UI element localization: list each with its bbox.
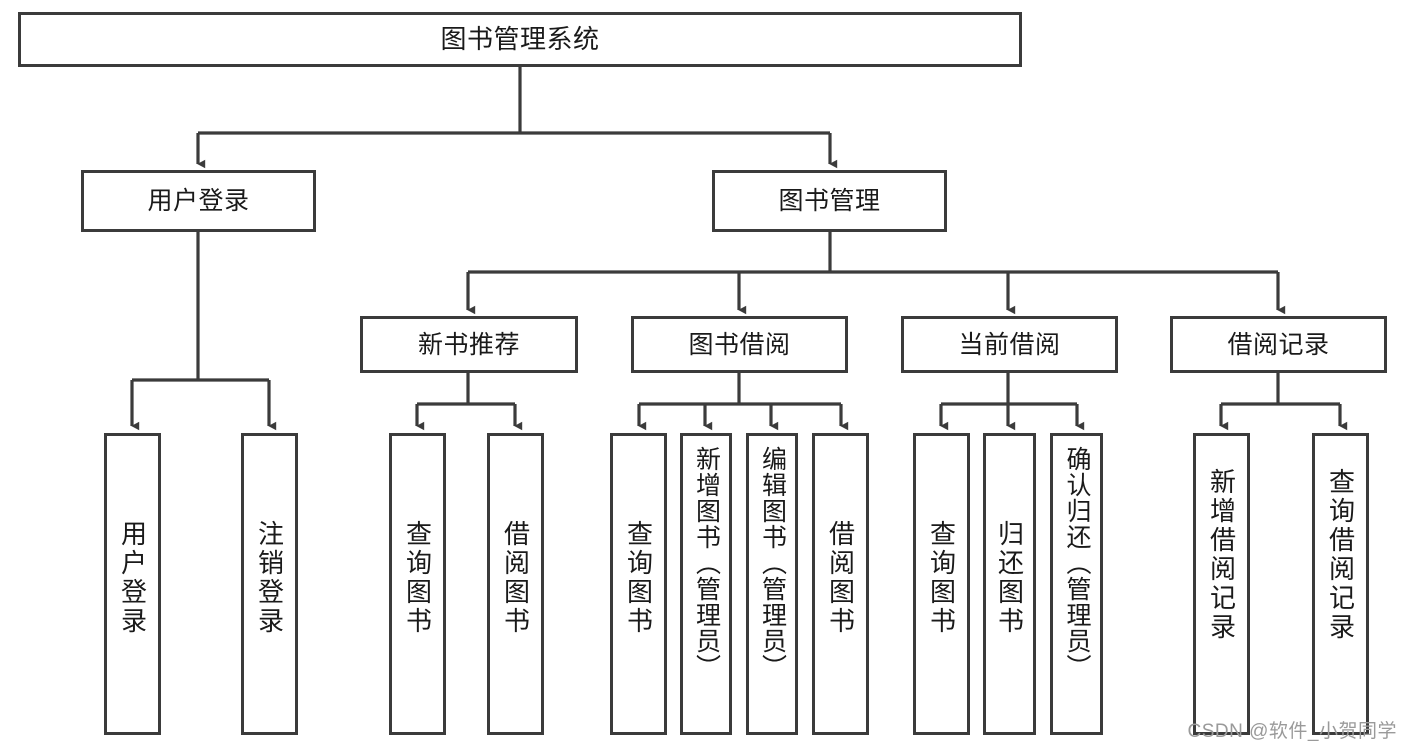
leaf-borrow-book[interactable]: 借阅图书: [812, 433, 869, 735]
node-label: 借阅图书: [500, 520, 531, 636]
leaf-borrow-book-rec[interactable]: 借阅图书: [487, 433, 544, 735]
node-label: 新增图书（管理员）: [692, 446, 721, 680]
node-label: 借阅图书: [825, 520, 856, 636]
node-label: 图书管理系统: [440, 23, 600, 54]
leaf-edit-book-admin[interactable]: 编辑图书（管理员）: [746, 433, 798, 735]
leaf-query-borrow-record[interactable]: 查询借阅记录: [1312, 433, 1369, 735]
node-label: 查询图书: [926, 520, 957, 636]
node-current-borrow[interactable]: 当前借阅: [901, 316, 1118, 373]
node-new-book-rec[interactable]: 新书推荐: [360, 316, 578, 373]
leaf-user-login[interactable]: 用户登录: [104, 433, 161, 735]
node-label: 图书借阅: [688, 330, 791, 359]
node-label: 查询图书: [623, 520, 654, 636]
leaf-query-book-current[interactable]: 查询图书: [913, 433, 970, 735]
leaf-confirm-return-admin[interactable]: 确认归还（管理员）: [1050, 433, 1103, 735]
node-root-system[interactable]: 图书管理系统: [18, 12, 1022, 67]
node-label: 用户登录: [147, 187, 250, 215]
node-label: 注销登录: [254, 520, 285, 636]
leaf-query-book-rec[interactable]: 查询图书: [389, 433, 446, 735]
node-user-login[interactable]: 用户登录: [81, 170, 316, 232]
node-label: 图书管理: [778, 187, 881, 215]
node-label: 归还图书: [994, 520, 1025, 636]
node-label: 确认归还（管理员）: [1063, 446, 1091, 680]
leaf-logout-login[interactable]: 注销登录: [241, 433, 298, 735]
leaf-add-book-admin[interactable]: 新增图书（管理员）: [680, 433, 732, 735]
node-book-manage[interactable]: 图书管理: [712, 170, 947, 232]
node-label: 编辑图书（管理员）: [758, 446, 787, 680]
csdn-watermark: CSDN @软件_小贺同学: [1187, 721, 1397, 742]
node-borrow-record[interactable]: 借阅记录: [1170, 316, 1387, 373]
leaf-add-borrow-record[interactable]: 新增借阅记录: [1193, 433, 1250, 735]
node-label: 用户登录: [117, 520, 148, 636]
node-label: 查询借阅记录: [1325, 468, 1356, 642]
node-label: 新书推荐: [417, 330, 520, 359]
node-label: 当前借阅: [958, 330, 1061, 359]
leaf-return-book[interactable]: 归还图书: [983, 433, 1036, 735]
node-book-borrow[interactable]: 图书借阅: [631, 316, 848, 373]
leaf-query-book-borrow[interactable]: 查询图书: [610, 433, 667, 735]
node-label: 借阅记录: [1227, 330, 1330, 359]
node-label: 查询图书: [402, 520, 433, 636]
node-label: 新增借阅记录: [1206, 468, 1237, 642]
